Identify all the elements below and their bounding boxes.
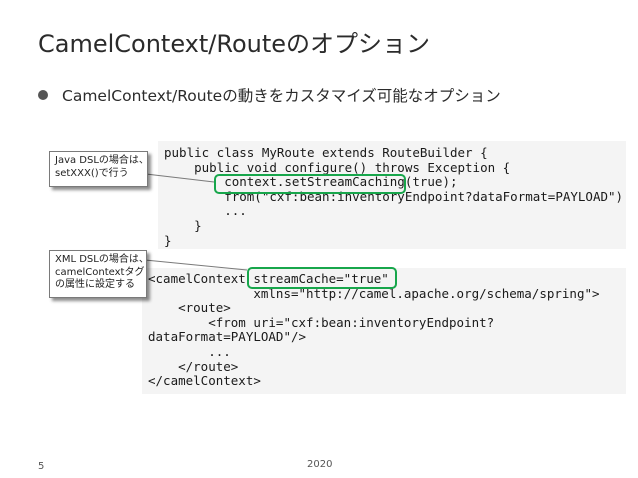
callout-line: camelContextタグ [55, 266, 145, 278]
code-line: dataFormat=PAYLOAD"/> [148, 329, 307, 345]
callout-java-dsl: Java DSLの場合は、 setXXX()で行う [49, 151, 149, 187]
code-line: <camelContext streamCache="true" [148, 271, 389, 286]
code-line: <from uri="cxf:bean:inventoryEndpoint? [148, 314, 495, 330]
bullet-text: CamelContext/Routeの動きをカスタマイズ可能なオプション [62, 87, 501, 105]
page-number: 5 [38, 461, 45, 472]
bullet-dot-icon [38, 90, 48, 100]
callout-java-connector [145, 173, 215, 183]
callout-line: XML DSLの場合は、 [55, 254, 149, 265]
bullet-item: CamelContext/Routeの動きをカスタマイズ可能なオプション [38, 84, 501, 106]
callout-xml-dsl: XML DSLの場合は、 camelContextタグ の属性に設定する [49, 250, 149, 298]
code-line: </route> [148, 358, 239, 374]
code-line: xmlns="http://camel.apache.org/schema/sp… [148, 285, 600, 301]
code-line: public void configure() throws Exception… [164, 159, 511, 175]
code-line: context.setStreamCaching(true); [164, 174, 458, 190]
java-code-block: public class MyRoute extends RouteBuilde… [158, 141, 626, 249]
code-line: ... [164, 203, 247, 219]
callout-xml-connector [144, 259, 248, 271]
code-line: ... [148, 343, 231, 359]
callout-line: Java DSLの場合は、 [55, 155, 149, 166]
footer-year: 2020 [307, 459, 333, 470]
code-line: </camelContext> [148, 373, 261, 389]
code-line: <route> [148, 300, 231, 316]
xml-code-block: <camelContext streamCache="true" xmlns="… [142, 268, 626, 394]
slide-title: CamelContext/Routeのオプション [38, 30, 431, 58]
highlight-stream-cache-attribute [247, 267, 397, 289]
callout-line: の属性に設定する [55, 279, 135, 290]
callout-line: setXXX()で行う [55, 167, 129, 179]
code-line: } [164, 217, 202, 233]
highlight-set-stream-caching [214, 174, 406, 194]
code-line: } [164, 232, 172, 248]
code-line: public class MyRoute extends RouteBuilde… [164, 145, 488, 160]
